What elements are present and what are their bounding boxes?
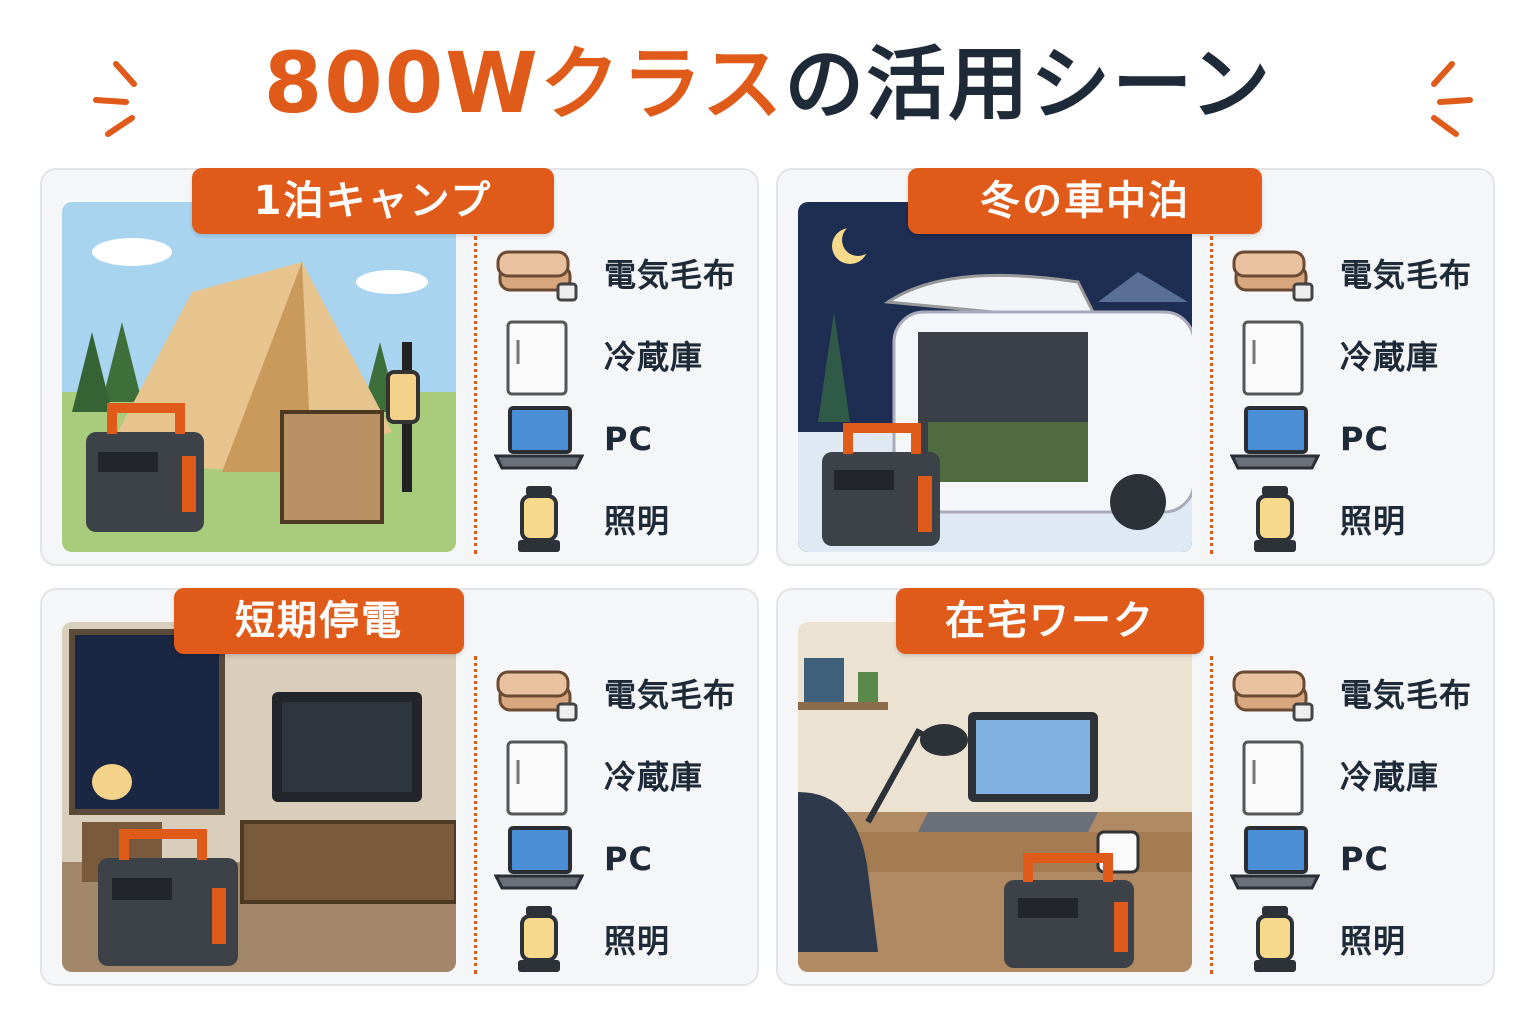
device-item: PC (1230, 400, 1490, 478)
device-item: 電気毛布 (1230, 656, 1490, 734)
device-item: 冷蔵庫 (494, 318, 754, 396)
device-item: PC (494, 400, 754, 478)
device-item: PC (494, 820, 754, 898)
device-item: 冷蔵庫 (1230, 318, 1490, 396)
right-spark-icon (1431, 61, 1473, 137)
refrigerator-icon (506, 740, 568, 816)
electric-blanket-icon (1232, 670, 1314, 722)
divider (474, 236, 477, 554)
laptop-icon (1230, 406, 1320, 470)
lantern-icon (518, 906, 560, 972)
page-title: 800Wクラスの活用シーン (0, 28, 1536, 138)
refrigerator-icon (1242, 740, 1304, 816)
divider (474, 656, 477, 974)
scene-card-camping: 1泊キャンプ 電気毛布 冷蔵庫 PC 照明 (40, 168, 759, 566)
scene-label-camping: 1泊キャンプ (192, 168, 554, 234)
divider (1210, 656, 1213, 974)
electric-blanket-icon (496, 670, 578, 722)
left-spark-icon (93, 61, 137, 137)
device-item: 電気毛布 (494, 236, 754, 314)
title-wattage: 800W (263, 34, 540, 132)
device-item: 冷蔵庫 (494, 738, 754, 816)
device-label: 冷蔵庫 (604, 758, 704, 796)
device-label: PC (604, 420, 653, 458)
device-item: 冷蔵庫 (1230, 738, 1490, 816)
title-class: クラス (539, 38, 785, 131)
laptop-icon (1230, 826, 1320, 890)
device-label: PC (604, 840, 653, 878)
title-scenes: の活用シーン (784, 38, 1273, 131)
home-work-illustration (798, 622, 1192, 972)
laptop-icon (494, 406, 584, 470)
camping-illustration (62, 202, 456, 552)
power-outage-illustration (62, 622, 456, 972)
refrigerator-icon (1242, 320, 1304, 396)
scene-card-home-work: 在宅ワーク 電気毛布 冷蔵庫 PC 照明 (776, 588, 1495, 986)
device-label: 冷蔵庫 (1340, 758, 1440, 796)
scene-card-winter-car: 冬の車中泊 電気毛布 冷蔵庫 PC 照明 (776, 168, 1495, 566)
device-label: 電気毛布 (1340, 256, 1473, 294)
device-label: PC (1340, 840, 1389, 878)
device-label: 照明 (1340, 502, 1407, 540)
electric-blanket-icon (496, 250, 578, 302)
refrigerator-icon (506, 320, 568, 396)
device-item: 照明 (1230, 902, 1490, 980)
device-label: 照明 (1340, 922, 1407, 960)
device-label: 電気毛布 (604, 256, 737, 294)
electric-blanket-icon (1232, 250, 1314, 302)
device-item: 電気毛布 (494, 656, 754, 734)
device-label: 電気毛布 (604, 676, 737, 714)
device-label: 照明 (604, 502, 671, 540)
device-item: 照明 (1230, 482, 1490, 560)
device-label: 照明 (604, 922, 671, 960)
device-label: 冷蔵庫 (604, 338, 704, 376)
winter-car-illustration (798, 202, 1192, 552)
device-item: PC (1230, 820, 1490, 898)
lantern-icon (1254, 906, 1296, 972)
scene-label-home-work: 在宅ワーク (896, 588, 1204, 654)
divider (1210, 236, 1213, 554)
device-label: 電気毛布 (1340, 676, 1473, 714)
lantern-icon (1254, 486, 1296, 552)
scene-label-power-outage: 短期停電 (174, 588, 464, 654)
laptop-icon (494, 826, 584, 890)
device-item: 照明 (494, 902, 754, 980)
device-item: 照明 (494, 482, 754, 560)
device-item: 電気毛布 (1230, 236, 1490, 314)
device-label: PC (1340, 420, 1389, 458)
lantern-icon (518, 486, 560, 552)
scene-card-power-outage: 短期停電 電気毛布 冷蔵庫 PC 照明 (40, 588, 759, 986)
scene-label-winter-car: 冬の車中泊 (908, 168, 1262, 234)
device-label: 冷蔵庫 (1340, 338, 1440, 376)
